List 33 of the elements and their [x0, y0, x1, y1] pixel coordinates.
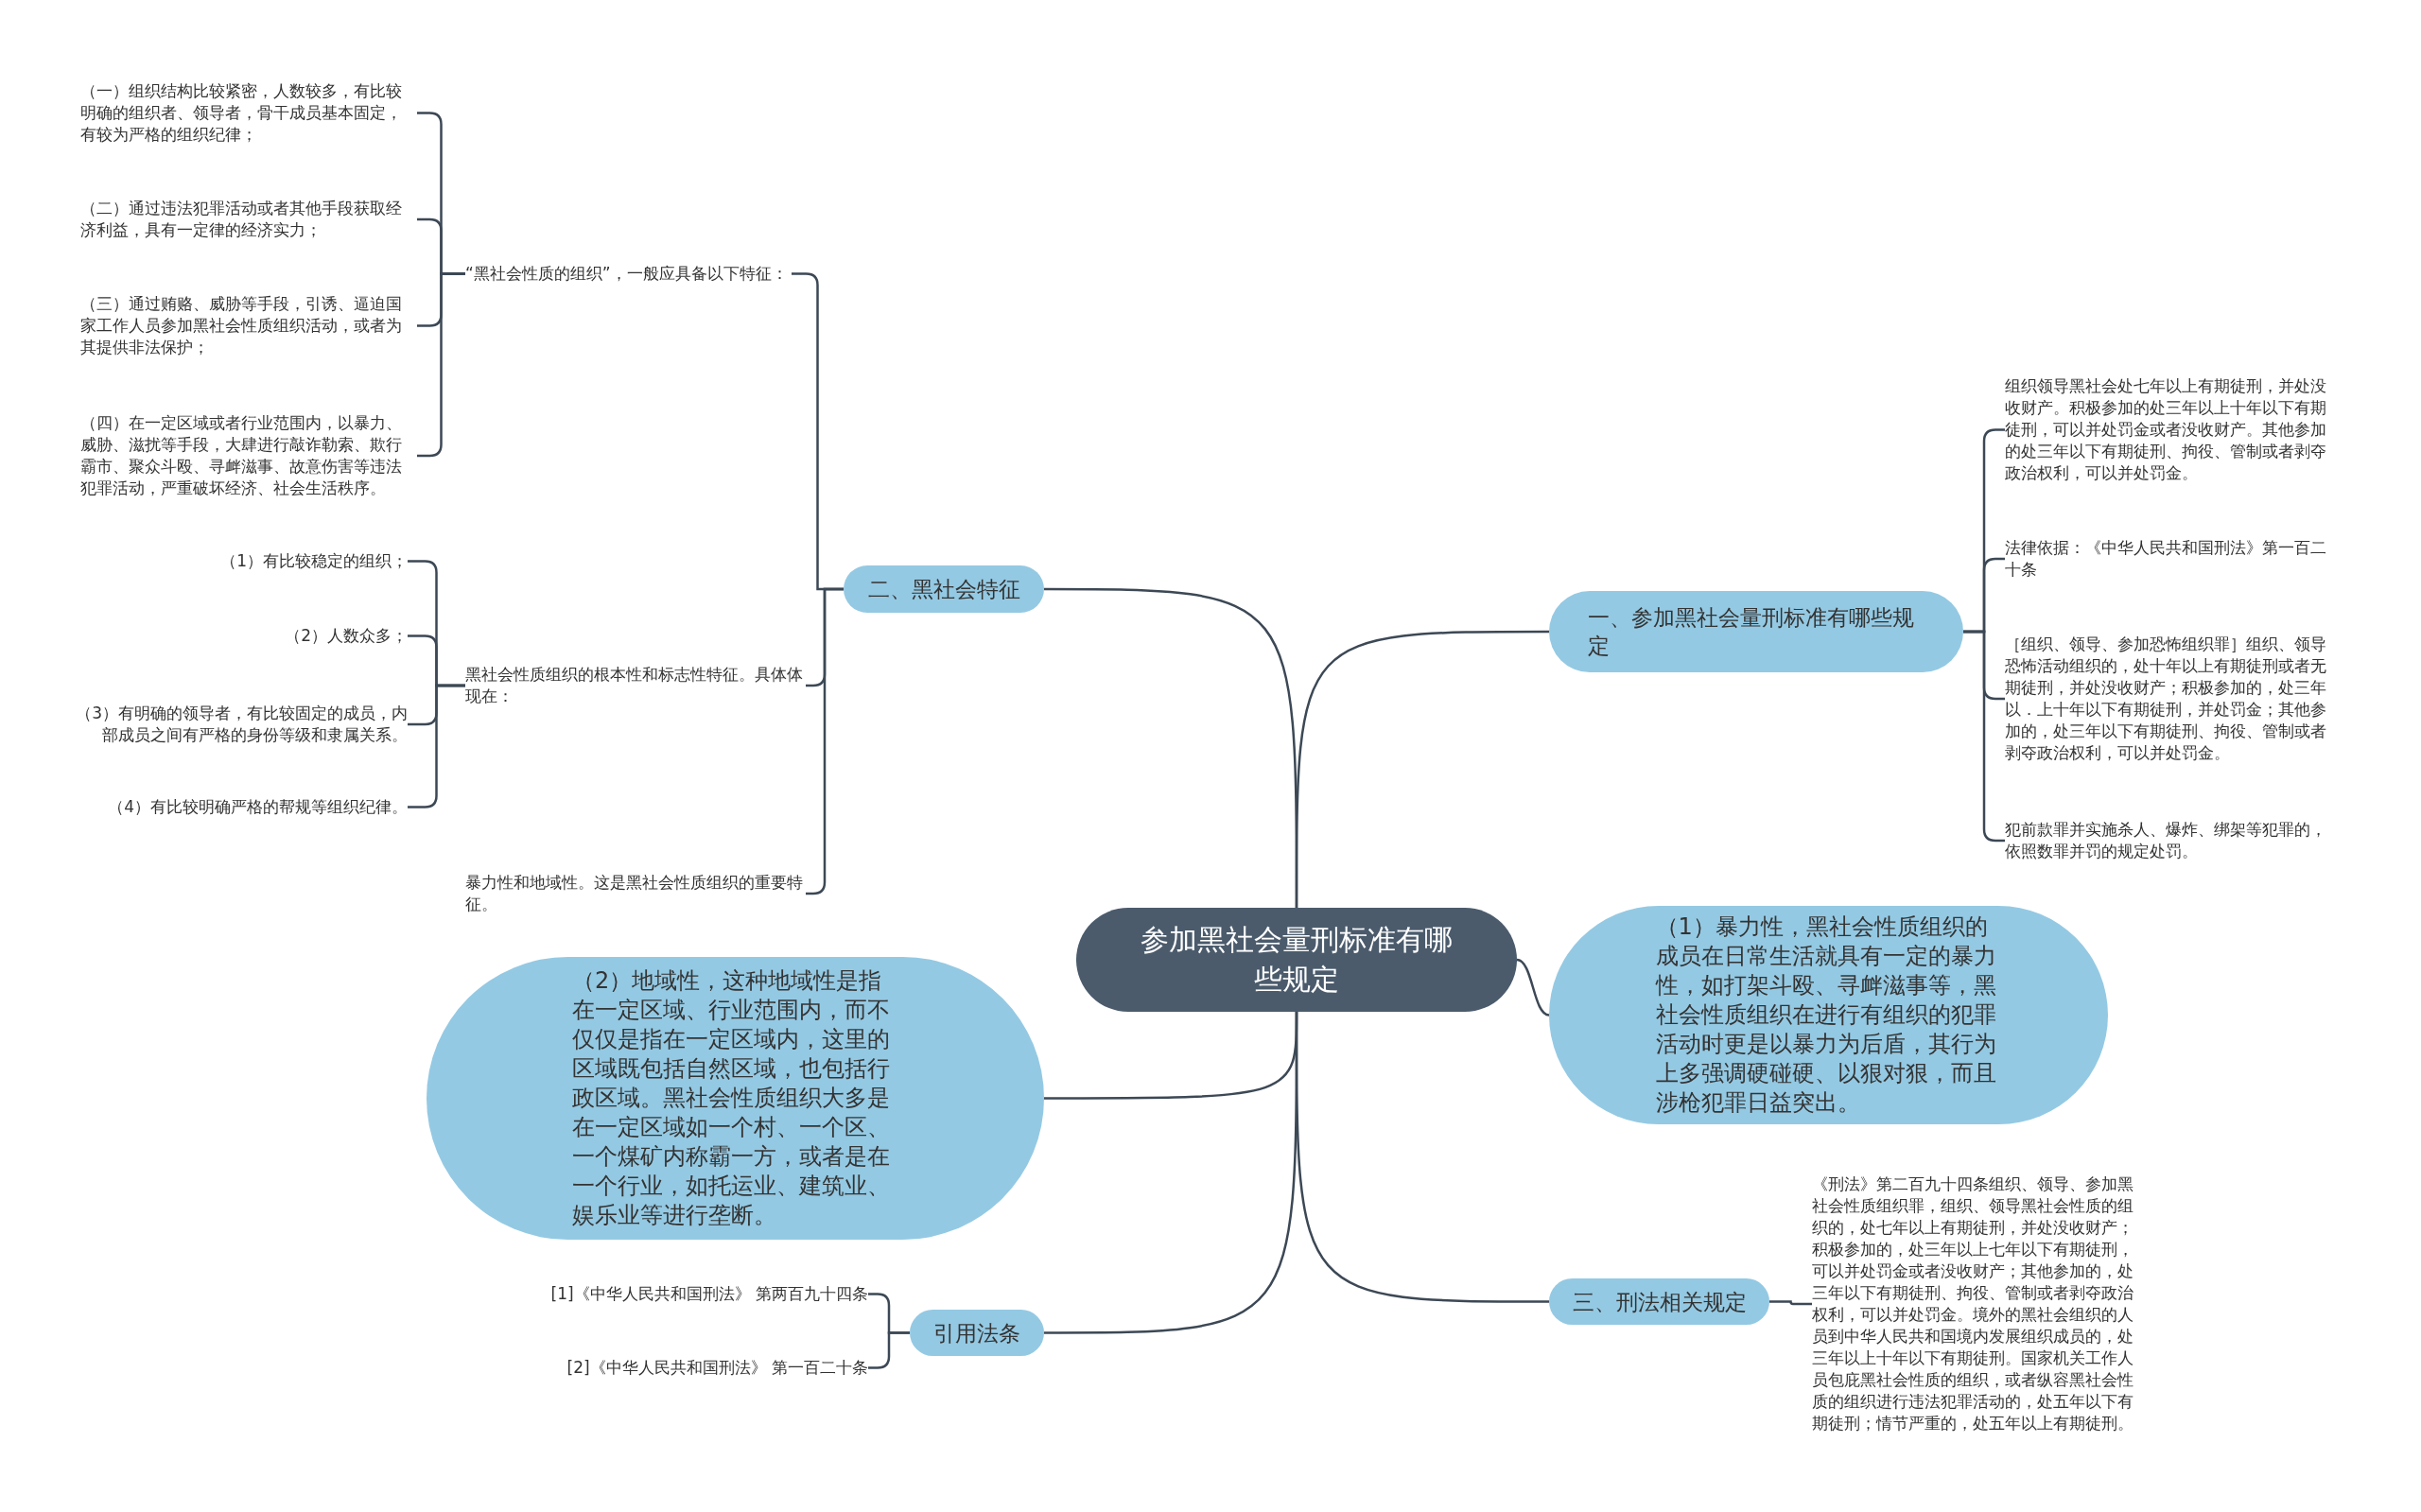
topic-pill	[1549, 1278, 1769, 1325]
note-text: “黑社会性质的组织”，一般应具备以下特征：	[465, 263, 792, 285]
note-text: ［组织、领导、参加恐怖组织罪］组织、领导恐怖活动组织的，处十年以上有期徒刑或者无期徒刑，并处没收财产；积极参加的，处三年以．上十年以下有期徒刑，并处罚金；其他参加的，处三年以下有期徒刑、拘役、管制或者剥夺政治权利，可以并处罚金。	[2005, 634, 2338, 764]
note-text: （3）有明确的领导者，有比较固定的成员，内部成员之间有严格的身份等级和隶属关系。	[71, 703, 408, 746]
note-text: 法律依据：《中华人民共和国刑法》第一百二十条	[2005, 537, 2338, 581]
detail-text: （2）地域性，这种地域性是指在一定区域、行业范围内，而不仅仅是指在一定区域内，这里的区域既包括自然区域，也包括行政区域。黑社会性质组织大多是在一定区域如一个村、一个区、一个煤矿内称霸一方，或者是在一个行业，如托运业、建筑业、娱乐业等进行垄断。	[572, 966, 891, 1230]
note-text: （三）通过贿赂、威胁等手段，引诱、逼迫国家工作人员参加黑社会性质组织活动，或者为其提供非法保护；	[80, 293, 417, 358]
connector-line	[1295, 1012, 1549, 1303]
note-text: （一）组织结构比较紧密，人数较多，有比较明确的组织者、领导者，骨干成员基本固定，有较为严格的组织纪律；	[80, 80, 417, 146]
connector-line	[1295, 630, 1549, 908]
note-text: （1）有比较稳定的组织；	[80, 550, 408, 572]
central-topic-text: 参加黑社会量刑标准有哪些规定	[1140, 922, 1454, 998]
topic-label: 三、刑法相关规定	[1572, 1288, 1747, 1316]
note-text: （四）在一定区域或者行业范围内，以暴力、威胁、滋扰等手段，大肆进行敲诈勒索、欺行霸市、聚众斗殴、寻衅滋事、故意伤害等违法犯罪活动，严重破坏经济、社会生活秩序。	[80, 412, 417, 499]
note-text: 黑社会性质组织的根本性和标志性特征。具体体现在：	[465, 664, 806, 707]
topic-label: 引用法条	[933, 1319, 1020, 1347]
note-text: 《刑法》第二百九十四条组织、领导、参加黑社会性质组织罪，组织、领导黑社会性质的组织的，处七年以上有期徒刑，并处没收财产；积极参加的，处三年以上七年以下有期徒刑，可以并处罚金或者没收财产；其他参加的，处三年以下有期徒刑、拘役、管制或者剥夺政治权利，可以并处罚金。境外的黑社会组织的人员到中华人民共和国境内发展组织成员的，处三年以上十年以下有期徒刑。国家机关工作人员包庇黑社会性质的组织，或者纵容黑社会性质的组织进行违法犯罪活动的，处五年以下有期徒刑；情节严重的，处五年以上有期徒刑。	[1812, 1173, 2145, 1434]
note-text: [1]《中华人民共和国刑法》 第两百九十四条	[473, 1283, 868, 1305]
note-text: （二）通过违法犯罪活动或者其他手段获取经济利益，具有一定律的经济实力；	[80, 198, 417, 241]
note-text: [2]《中华人民共和国刑法》 第一百二十条	[473, 1357, 868, 1379]
note-text: 组织领导黑社会处七年以上有期徒刑，并处没收财产。积极参加的处三年以上十年以下有期徒刑，可以并处罚金或者没收财产。其他参加的处三年以下有期徒刑、拘役、管制或者剥夺政治权利，可以并处罚金。	[2005, 375, 2338, 484]
topic-label: 二、黑社会特征	[867, 576, 1020, 603]
note-text: （2）人数众多；	[80, 625, 408, 647]
connector-line	[1516, 958, 1550, 1017]
note-text: （4）有比较明确严格的帮规等组织纪律。	[80, 796, 408, 818]
topic-pill	[910, 1310, 1044, 1356]
connector-line	[868, 1331, 910, 1369]
detail-text: （1）暴力性，黑社会性质组织的成员在日常生活就具有一定的暴力性，如打架斗殴、寻衅滋事等，黑社会性质组织在进行有组织的犯罪活动时更是以暴力为后盾，其行为上多强调硬碰硬、以狠对狠，而且涉枪犯罪日益突出。	[1655, 912, 1997, 1118]
topic-pill	[844, 565, 1044, 613]
topic-label: 一、参加黑社会量刑标准有哪些规定	[1588, 604, 1915, 660]
note-text: 犯前款罪并实施杀人、爆炸、绑架等犯罪的，依照数罪并罚的规定处罚。	[2005, 819, 2338, 862]
connector-line	[1769, 1300, 1812, 1306]
note-text: 暴力性和地域性。这是黑社会性质组织的重要特征。	[465, 872, 806, 915]
